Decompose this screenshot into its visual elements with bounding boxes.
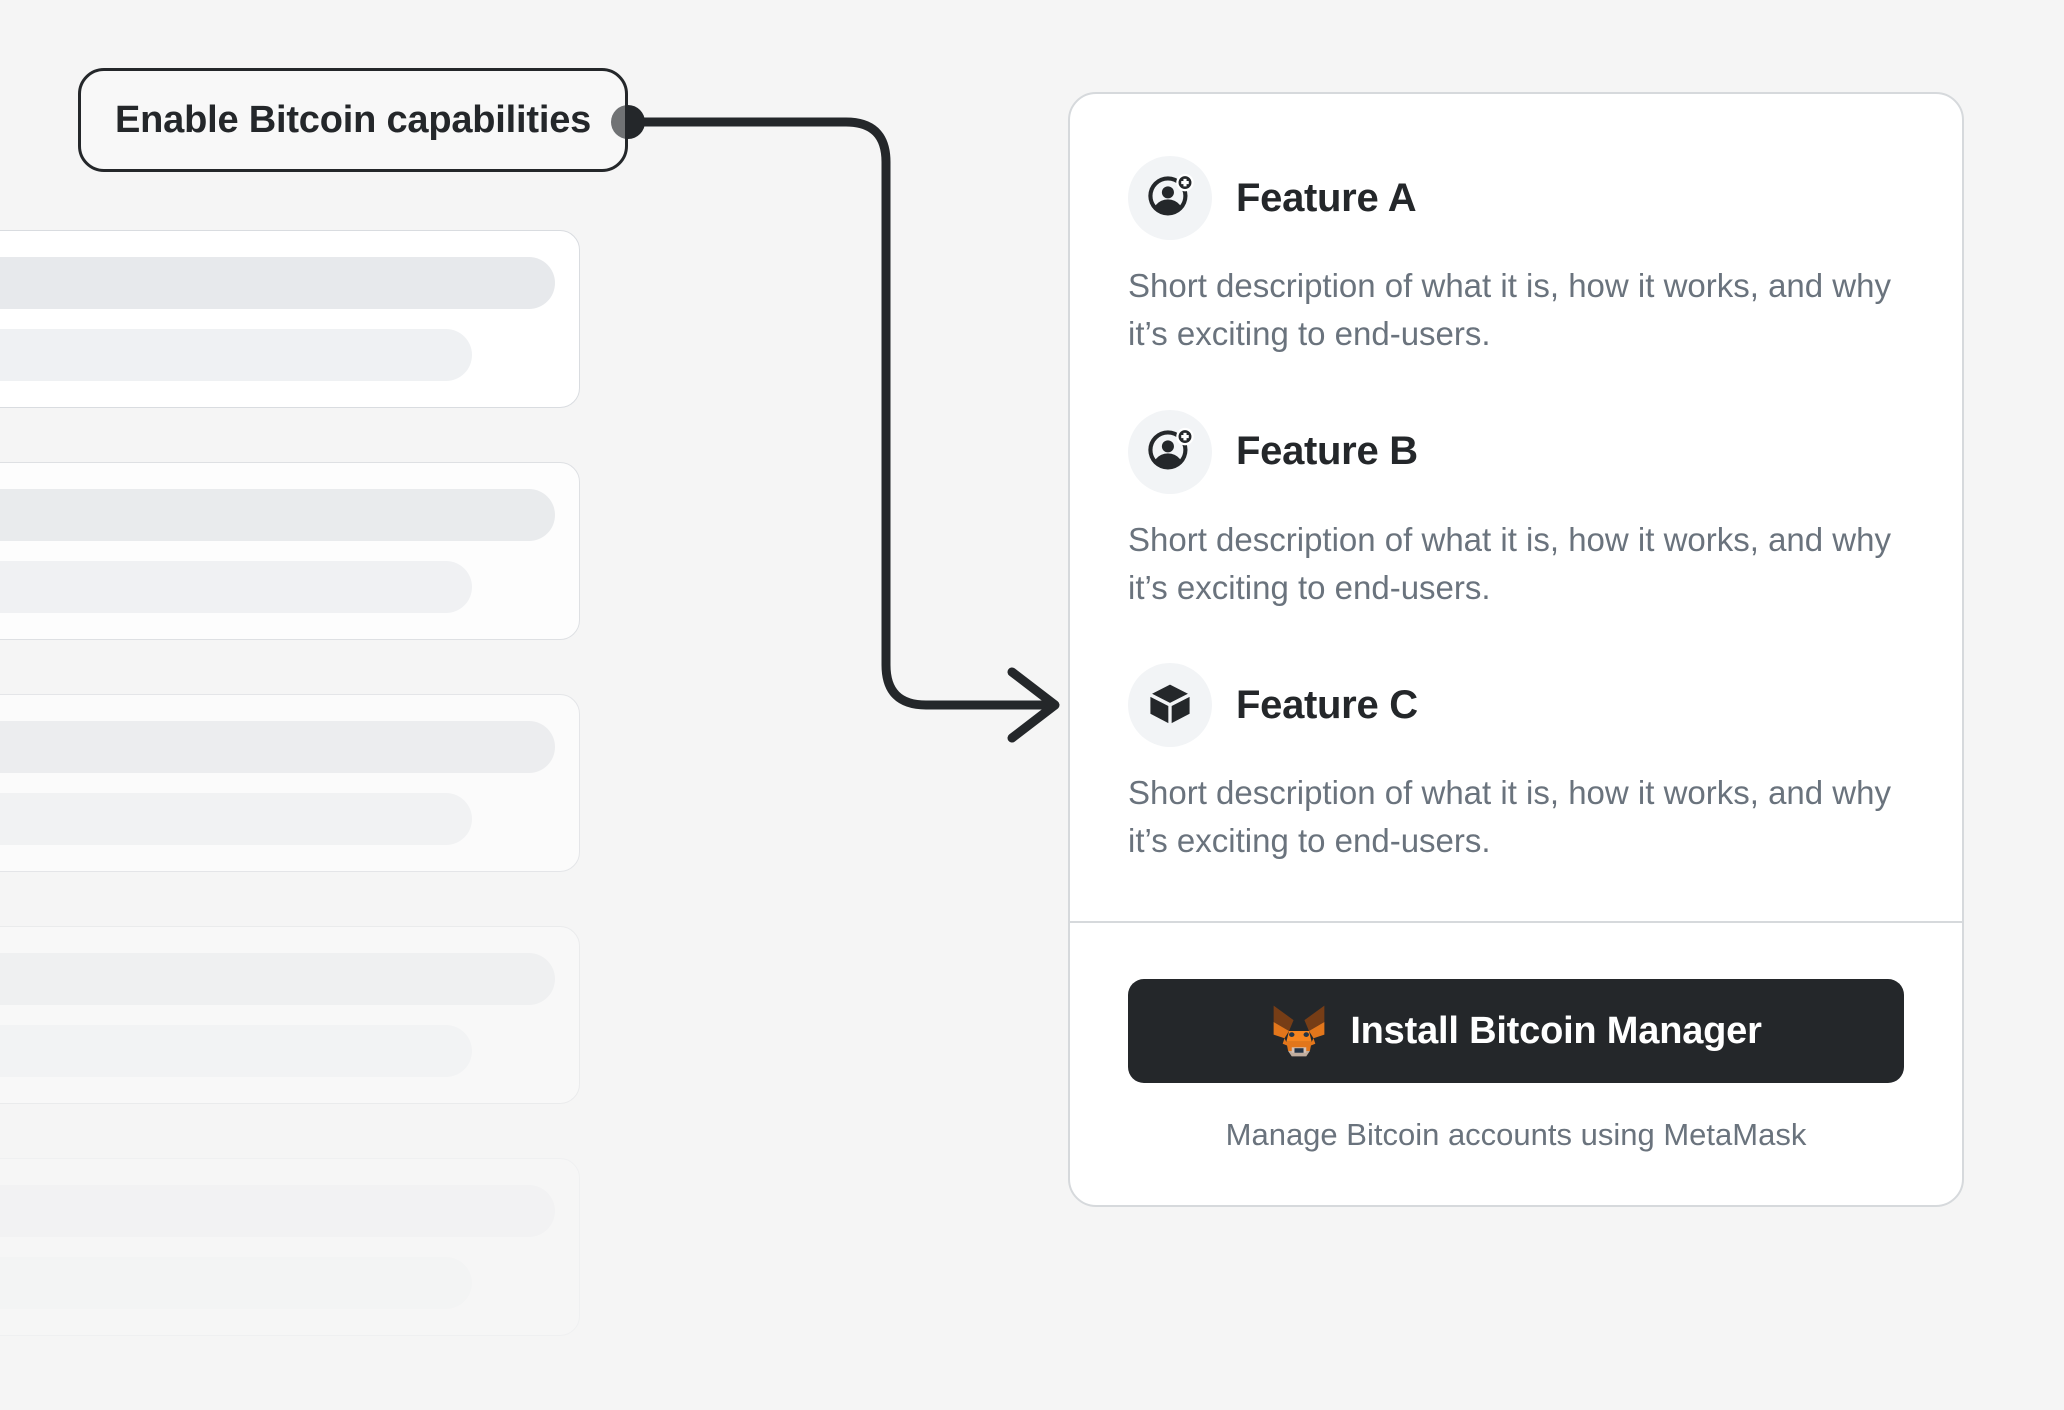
feature-description: Short description of what it is, how it … [1128,267,1891,352]
callout-pill[interactable]: Enable Bitcoin capabilities [78,68,629,172]
feature-title: Feature C [1236,682,1418,727]
feature-list: Feature A Short description of what it is… [1070,94,1962,921]
feature-header: Feature B [1128,409,1904,494]
feature-item: Feature C Short description of what it is… [1128,663,1904,865]
metamask-fox-icon [1273,1005,1325,1057]
feature-item: Feature A Short description of what it is… [1128,156,1904,358]
add-account-icon [1128,409,1212,494]
skeleton-bar [0,257,555,309]
feature-card: Feature A Short description of what it is… [1068,92,1964,1208]
skeleton-card [0,694,580,872]
skeleton-card [0,462,580,640]
card-divider [1070,921,1962,924]
feature-description: Short description of what it is, how it … [1128,520,1891,606]
connector-path [623,117,1057,710]
feature-item: Feature B Short description of what it is… [1128,409,1904,612]
arrow-right-icon [1007,667,1060,743]
skeleton-bar [0,489,555,541]
skeleton-bar [0,329,473,381]
feature-title: Feature B [1236,429,1418,474]
skeleton-bar [0,953,555,1005]
skeleton-card [0,1158,580,1336]
skeleton-card [0,926,580,1104]
add-account-icon [1128,156,1212,240]
skeleton-bar [0,721,555,773]
install-button-label: Install Bitcoin Manager [1350,1009,1762,1052]
skeleton-bar [0,793,473,845]
skeleton-bar [0,1257,473,1309]
skeleton-bar [0,1025,473,1077]
skeleton-bar [0,1185,555,1237]
feature-description: Short description of what it is, how it … [1128,774,1891,860]
feature-title: Feature A [1236,175,1417,220]
footer-note: Manage Bitcoin accounts using MetaMask [1225,1117,1807,1153]
install-bitcoin-manager-button[interactable]: Install Bitcoin Manager [1128,979,1904,1084]
cube-icon [1128,663,1212,748]
skeleton-bar [0,561,473,613]
skeleton-placeholder-list [0,230,640,1410]
feature-header: Feature A [1128,156,1904,240]
card-footer: Install Bitcoin Manager Manage Bitcoin a… [1070,923,1962,1205]
feature-header: Feature C [1128,663,1904,748]
skeleton-card [0,230,580,408]
callout-pill-label: Enable Bitcoin capabilities [115,98,592,141]
